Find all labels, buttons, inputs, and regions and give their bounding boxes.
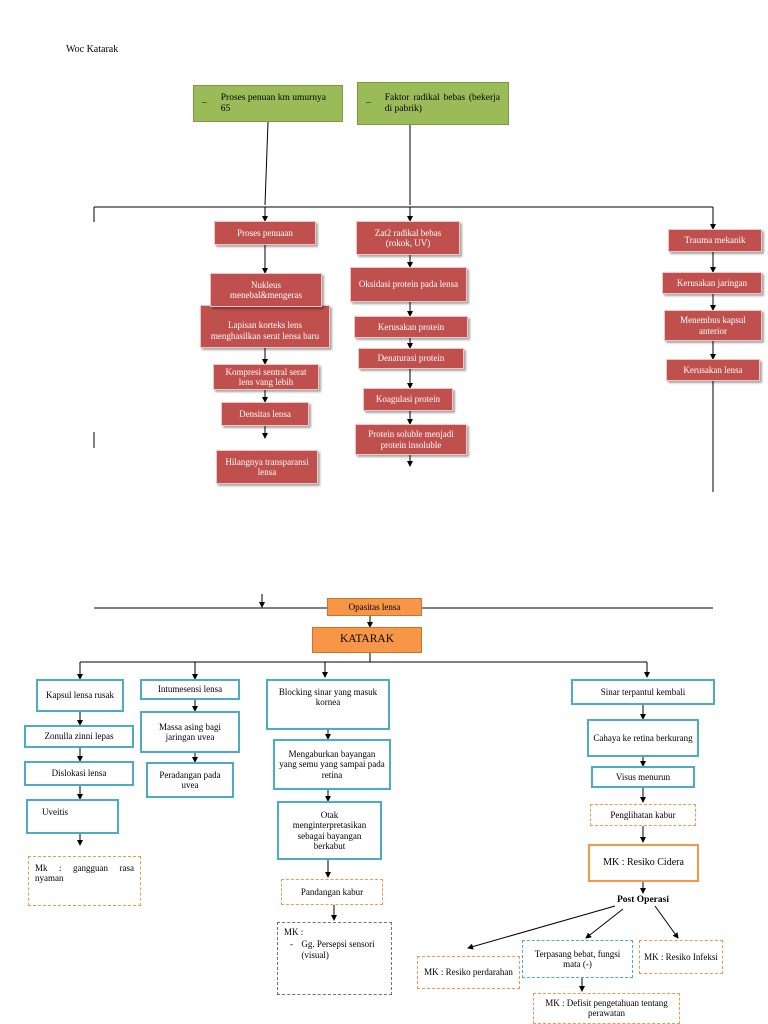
resiko-infeksi-box: MK : Resiko Infeksi — [639, 940, 723, 974]
aging-factor-dash: – — [202, 98, 207, 109]
protein-soluble-box: Protein soluble menjadi protein insolubl… — [355, 424, 467, 455]
peradangan-box: Peradangan pada uvea — [146, 762, 234, 798]
denaturasi-box: Denaturasi protein — [358, 348, 464, 369]
kompresi-box: Kompresi sentral serat lens vang lebih — [213, 364, 319, 390]
kerusakan-protein-box: Kerusakan protein — [354, 316, 468, 338]
radical-factor-text: Faktor radikal bebas (bekerja di pabrik) — [384, 92, 500, 114]
nukleus-box: Nukleus menebal&mengeras — [210, 273, 322, 307]
otak-box: Otak menginterpretasikan sebagai bayanga… — [277, 801, 382, 860]
visus-box: Visus menurun — [591, 766, 695, 788]
kapsul-lensa-box: Kapsul lensa rusak — [36, 679, 124, 712]
mk-persepsi-item: Gg. Persepsi sensori (visual) — [301, 939, 375, 960]
menembus-box: Menembus kapsul anterior — [664, 310, 762, 341]
hilangnya-box: Hilangnya transparansi lensa — [216, 450, 318, 484]
katarak-box: KATARAK — [312, 627, 422, 653]
uveitis-box: Uveitis — [26, 799, 119, 834]
zat-radikal-box: Zat2 radikal bebas (rokok, UV) — [356, 221, 460, 255]
terpasang-bebat-box: Terpasang bebat, fungsi mata (-) — [522, 940, 633, 978]
resiko-perdarahan-box: MK : Resiko perdarahan — [417, 956, 520, 989]
proses-penuaan-box: Proses penuaan — [214, 221, 316, 245]
dislokasi-box: Dislokasi lensa — [24, 761, 134, 786]
radical-factor-dash: – — [366, 98, 371, 109]
mk-persepsi-label: MK : — [284, 927, 304, 937]
resiko-cidera-box: MK : Resiko Cidera — [588, 844, 699, 882]
sinar-terpantul-box: Sinar terpantul kembali — [571, 679, 715, 705]
intumesensi-box: Intumesensi lensa — [140, 679, 240, 700]
penglihatan-kabur-box: Penglihatan kabur — [590, 804, 696, 826]
aging-factor-text: Proses penuan km umurnya 65 — [220, 92, 327, 114]
opasitas-box: Opasitas lensa — [327, 598, 422, 616]
page-title: Woc Katarak — [66, 44, 119, 55]
trauma-box: Trauma mekanik — [668, 229, 762, 252]
lapisan-korteks-box: Lapisan korteks lens menghasilkan serat … — [200, 305, 330, 348]
pandangan-kabur-box: Pandangan kabur — [281, 879, 383, 905]
oksidasi-box: Oksidasi protein pada lensa — [350, 267, 467, 302]
radical-factor-box: – Faktor radikal bebas (bekerja di pabri… — [357, 82, 509, 125]
zonulla-box: Zonulla zinni lepas — [24, 725, 134, 748]
kerusakan-jaringan-box: Kerusakan jaringan — [662, 272, 762, 294]
mk-persepsi-dash: - — [290, 939, 293, 950]
mk-gangguan-box: Mk : gangguan rasa nyaman — [28, 856, 141, 906]
koagulasi-box: Koagulasi protein — [363, 388, 453, 411]
blocking-box: Blocking sinar yang masuk kornea — [266, 679, 390, 730]
massa-asing-box: Massa asing bagi jaringan uvea — [140, 711, 240, 753]
densitas-box: Densitas lensa — [221, 402, 309, 426]
cahaya-retina-box: Cahaya ke retina berkurang — [587, 719, 699, 757]
defisit-pengetahuan-box: MK : Defisit pengetahuan tentang perawat… — [533, 993, 680, 1024]
post-operasi-label: Post Operasi — [617, 894, 669, 905]
kerusakan-lensa-box: Kerusakan lensa — [666, 359, 760, 381]
mk-persepsi-box: MK : - Gg. Persepsi sensori (visual) — [277, 922, 392, 995]
aging-factor-box: – Proses penuan km umurnya 65 — [193, 85, 343, 122]
mengaburkan-box: Mengaburkan bayangan yang semu yang samp… — [273, 739, 391, 790]
